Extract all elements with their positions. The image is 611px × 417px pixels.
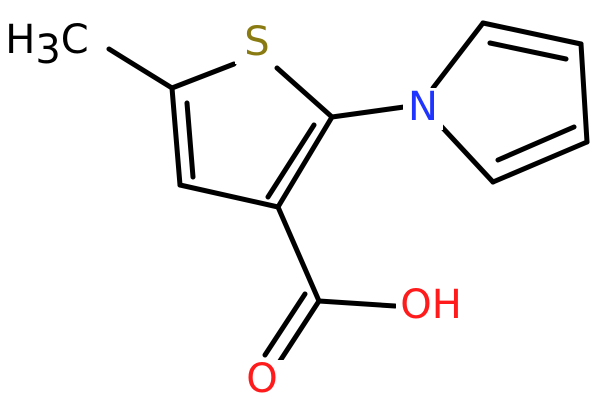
carbonyl-oxygen-label: O: [246, 356, 277, 402]
methyl-subscript: 3: [35, 27, 60, 73]
bond-c4-c5-inner: [184, 100, 196, 180]
bond-c4-c5-outer: [169, 85, 183, 188]
bond-pyrrole-bc: [578, 41, 590, 145]
bond-c3-carboxyl-carbon: [275, 204, 322, 304]
methyl-label: H3C: [5, 17, 88, 73]
nitrogen-label-background: [403, 88, 443, 130]
bond-pyrrole-cd-inner: [495, 124, 577, 163]
sulfur-label-background: [235, 22, 279, 64]
bond-c2-nitrogen: [329, 104, 407, 120]
sulfur-atom-label: S: [244, 19, 269, 65]
bond-c2-c3-inner: [265, 122, 317, 200]
bond-pyrrole-cd-outer: [490, 139, 590, 185]
bond-c3-c4: [177, 182, 281, 210]
bond-sulfur-c2: [274, 65, 335, 120]
bond-pyrrole-ab-inner: [487, 40, 569, 62]
bond-pyrrole-ab-outer: [480, 20, 584, 47]
methyl-c: C: [61, 17, 89, 63]
hydroxyl-label: OH: [400, 282, 462, 328]
bond-methyl-c5: [106, 46, 175, 91]
bond-carboxyl-carbon-o-outer: [275, 298, 322, 367]
bond-pyrrole-d-nitrogen: [438, 123, 496, 185]
bond-c5-sulfur: [169, 61, 237, 91]
bond-nitrogen-pyrrole-a: [430, 20, 486, 91]
methyl-h: H: [5, 17, 35, 63]
carbonyl-oxygen-label-background: [241, 360, 284, 405]
bond-carboxyl-carbon-o-inner: [262, 291, 308, 358]
bond-c2-c3-outer: [275, 114, 335, 210]
nitrogen-atom-label: N: [408, 84, 438, 130]
hydroxyl-label-background: [396, 285, 468, 330]
bond-carboxyl-carbon-oh: [316, 298, 398, 309]
